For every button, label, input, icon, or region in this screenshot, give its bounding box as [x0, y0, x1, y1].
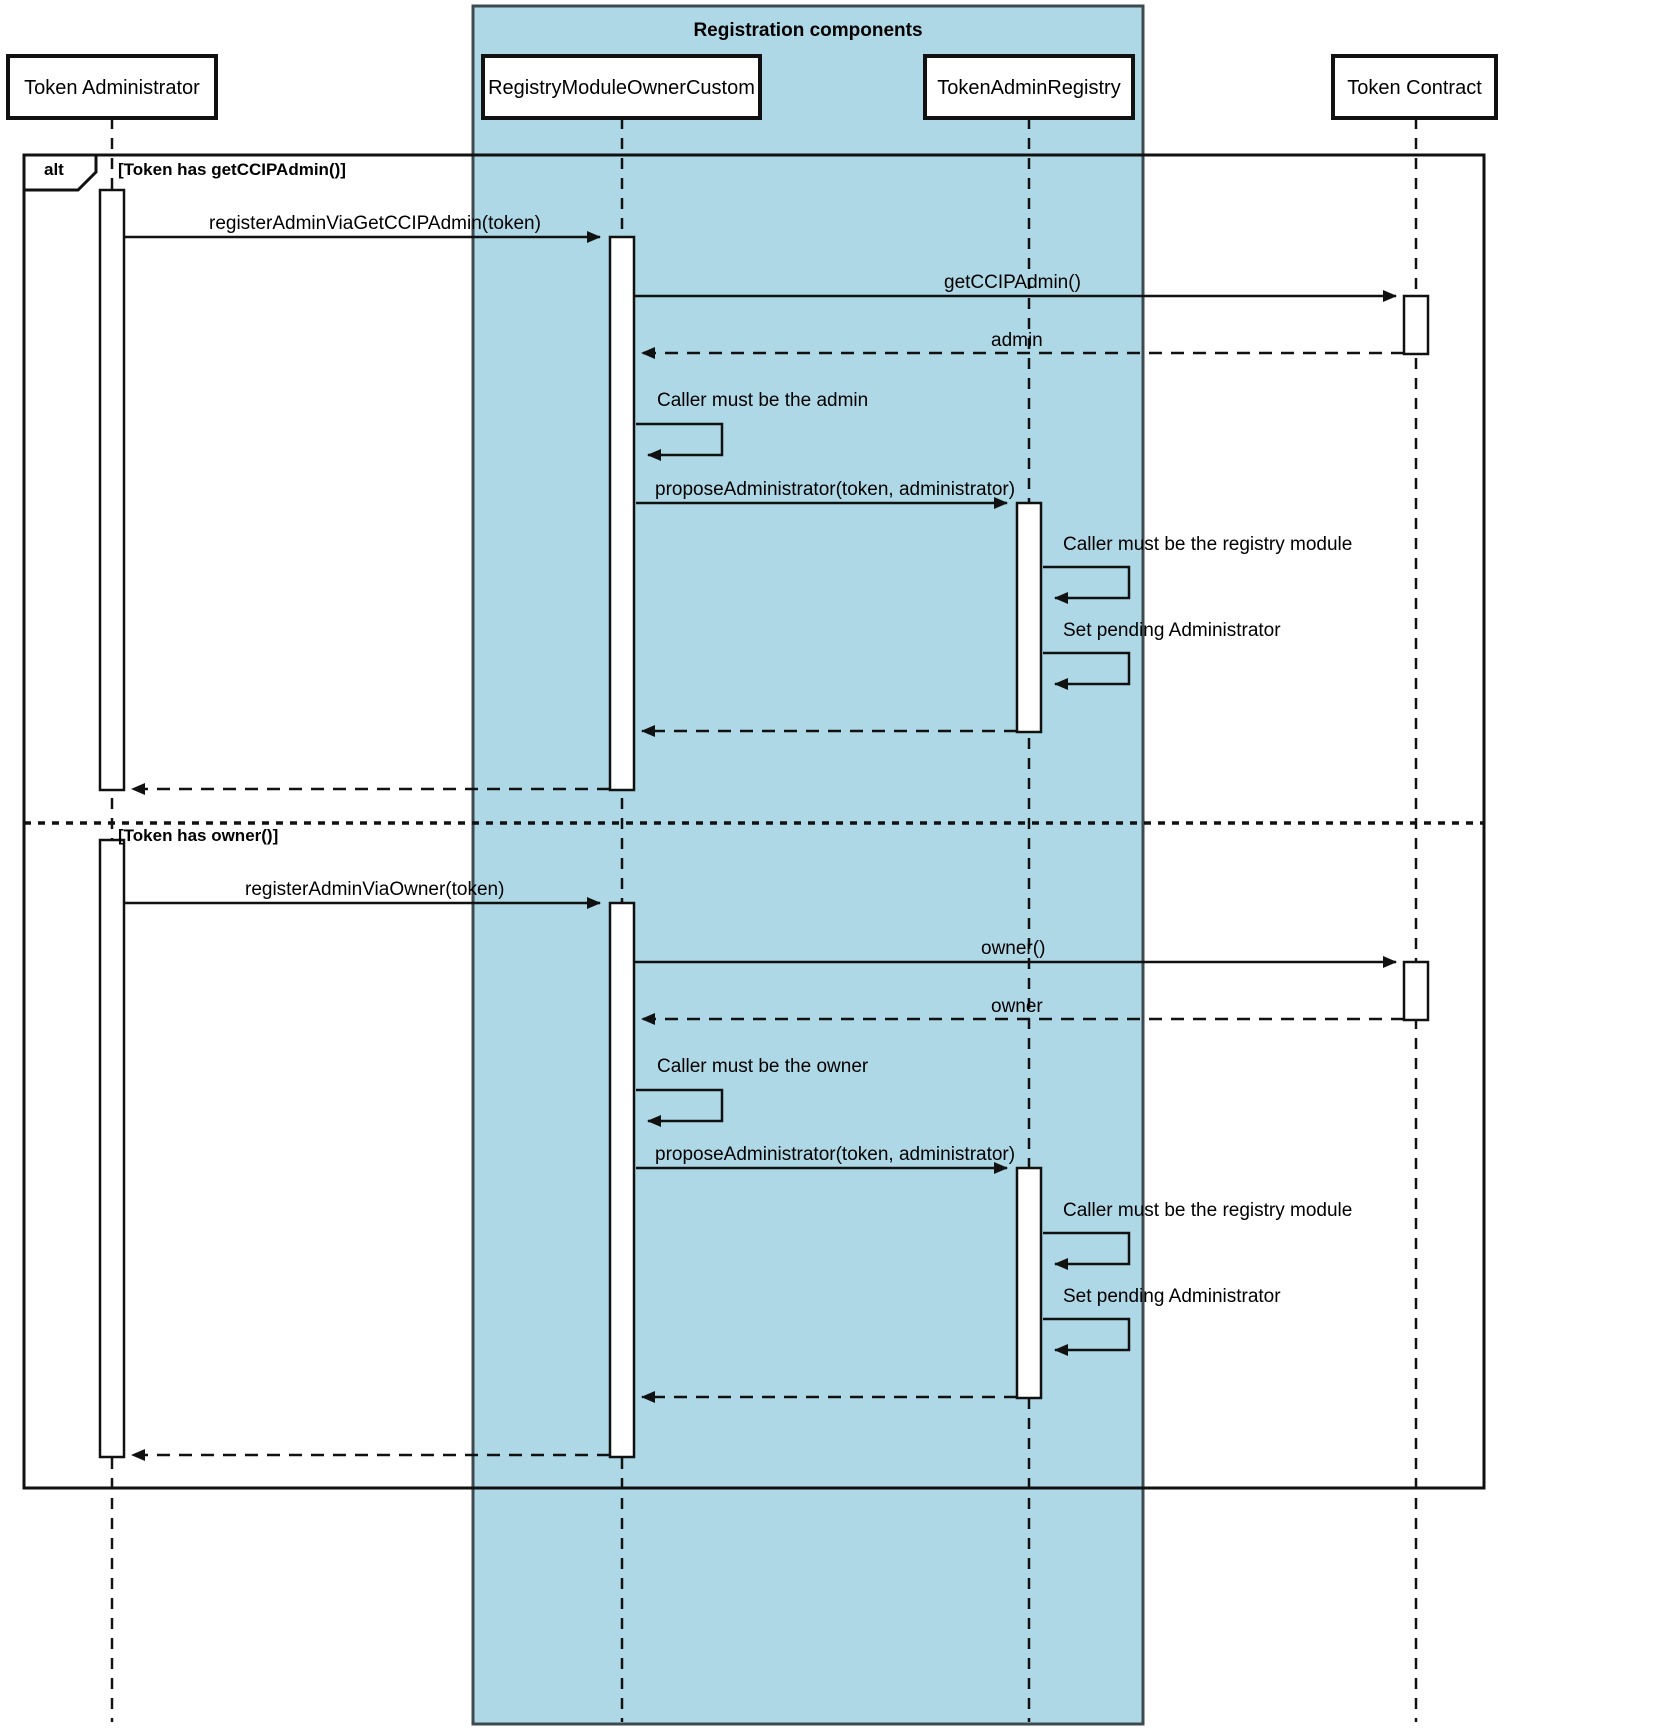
participant-label-token-administrator[interactable]: Token Administrator — [24, 77, 200, 99]
message-label-3: admin — [991, 330, 1043, 351]
alt-operator-label: alt — [44, 160, 64, 179]
message-label-14: proposeAdministrator(token, administrato… — [655, 1144, 1016, 1165]
message-label-11: owner() — [981, 938, 1046, 959]
message-label-1: registerAdminViaGetCCIPAdmin(token) — [209, 213, 541, 234]
activation-tar-2 — [1015, 1166, 1043, 1400]
participant-box-token — [1331, 54, 1498, 120]
participant-label-tokenadminregistry[interactable]: TokenAdminRegistry — [937, 77, 1121, 99]
participant-box-tar — [923, 54, 1135, 120]
arrow-msg-16 — [1043, 1317, 1131, 1356]
alt-guard-2: [Token has owner()] — [118, 826, 279, 845]
participant-boxes — [6, 54, 1498, 120]
message-label-16: Set pending Administrator — [1063, 1286, 1281, 1307]
participant-box-registry — [481, 54, 762, 120]
arrow-msg-15 — [1043, 1231, 1131, 1270]
activation-admin-1 — [98, 188, 126, 792]
arrow-msg-13 — [636, 1088, 724, 1127]
message-label-13: Caller must be the owner — [657, 1056, 869, 1077]
alt-guard-1: [Token has getCCIPAdmin()] — [118, 160, 346, 179]
message-label-2: getCCIPAdmin() — [944, 272, 1081, 293]
activation-token-1 — [1402, 294, 1430, 356]
participant-box-admin — [6, 54, 218, 120]
message-label-6: Caller must be the registry module — [1063, 534, 1353, 555]
activation-token-2 — [1402, 960, 1430, 1022]
message-label-7: Set pending Administrator — [1063, 620, 1281, 641]
participant-label-token-contract[interactable]: Token Contract — [1347, 77, 1482, 99]
message-label-10: registerAdminViaOwner(token) — [245, 879, 505, 900]
group-box-registration-components — [471, 4, 1145, 1726]
message-label-12: owner — [991, 996, 1043, 1017]
activation-registry-2 — [608, 901, 636, 1459]
activation-registry-1 — [608, 235, 636, 792]
alt-operator-tab — [22, 153, 98, 192]
arrow-msg-6 — [1043, 565, 1131, 604]
participant-label-registrymoduleownercustom[interactable]: RegistryModuleOwnerCustom — [488, 77, 755, 99]
activation-admin-2 — [98, 838, 126, 1459]
message-label-5: proposeAdministrator(token, administrato… — [655, 479, 1016, 500]
arrow-msg-7 — [1043, 651, 1131, 690]
message-label-15: Caller must be the registry module — [1063, 1200, 1353, 1221]
activation-bars — [98, 188, 1430, 1459]
message-label-4: Caller must be the admin — [657, 390, 869, 411]
activation-tar-1 — [1015, 501, 1043, 734]
message-arrows — [124, 231, 1404, 1461]
group-title: Registration components — [693, 20, 923, 41]
arrow-msg-4 — [636, 422, 724, 461]
